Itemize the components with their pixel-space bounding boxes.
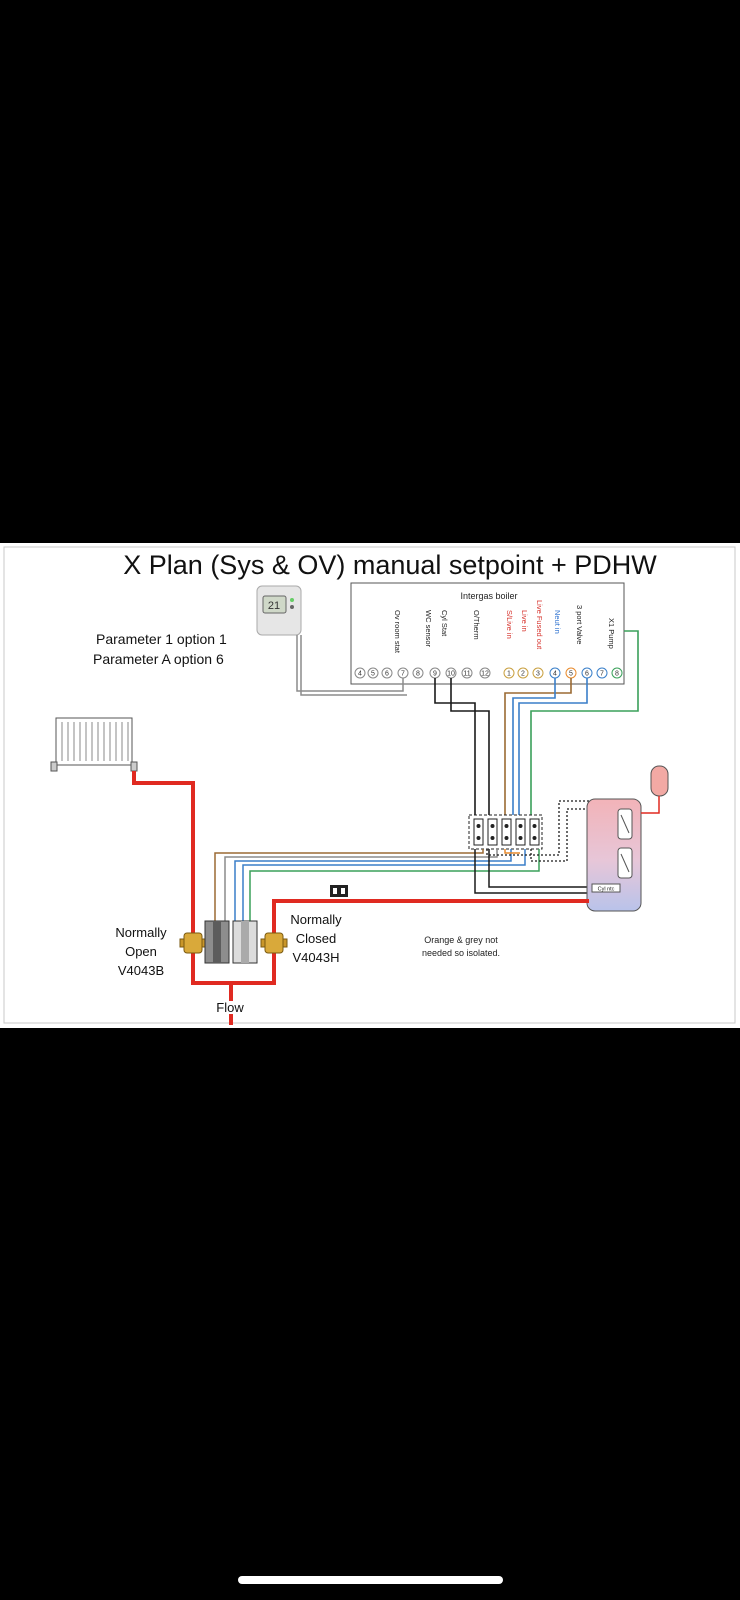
junction-to-valve-wiring: [214, 849, 540, 921]
terminal-r5: 5: [569, 671, 573, 678]
terminal-r4: 4: [553, 671, 557, 678]
left-terminal-strip: 4 5 6 7 8 9 10 11 12: [354, 667, 491, 679]
room-thermostat: 21: [256, 585, 302, 636]
junction-block: [468, 814, 543, 850]
valve-left-label-1: Normally: [115, 925, 167, 940]
flow-pipework: [132, 771, 589, 1025]
terminal-label-wc-sensor: WC sensor: [424, 610, 433, 648]
radiator: [50, 717, 138, 772]
terminal-r3: 3: [536, 671, 540, 678]
cylinder-ntc-label: Cyl ntc: [598, 887, 615, 893]
terminal-9: 9: [433, 671, 437, 678]
terminal-r7: 7: [600, 671, 604, 678]
parameter-a-label: Parameter A option 6: [93, 651, 224, 667]
hot-water-cylinder: Cyl ntc: [586, 798, 642, 912]
terminal-label-live-fused-out: Live Fused out: [535, 600, 544, 650]
right-terminal-strip: 1 2 3 4 5 6 7 8: [503, 667, 623, 679]
terminal-8: 8: [416, 671, 420, 678]
terminal-10: 10: [447, 671, 455, 678]
isolation-note-line-1: Orange & grey not: [424, 935, 498, 945]
valve-right-label-2: Closed: [296, 931, 336, 946]
valve-left-label-2: Open: [125, 944, 157, 959]
valve-left-label-3: V4043B: [118, 963, 164, 978]
terminal-label-x1-pump: X1 Pump: [607, 618, 616, 649]
isolated-connector: [330, 885, 348, 897]
boiler-box: [350, 582, 625, 685]
boiler-to-junction-wiring: [434, 630, 639, 815]
terminal-label-neut-in: Neut in: [553, 610, 562, 634]
terminal-r6: 6: [585, 671, 589, 678]
diagram-canvas: X Plan (Sys & OV) manual setpoint + PDHW…: [3, 546, 736, 1025]
zone-valve-left: [179, 920, 230, 964]
terminal-label-live-in: Live in: [520, 610, 529, 632]
zone-valve-right: [232, 920, 288, 964]
terminal-5: 5: [371, 671, 375, 678]
valve-right-label-3: V4043H: [293, 950, 340, 965]
valve-right-label-1: Normally: [290, 912, 342, 927]
parameter-1-label: Parameter 1 option 1: [96, 631, 227, 647]
terminal-label-3-port-valve: 3 port Valve: [575, 605, 584, 644]
terminal-r8: 8: [615, 671, 619, 678]
home-indicator[interactable]: [238, 1576, 503, 1584]
terminal-label-otherm: O/Therm: [472, 610, 481, 640]
flow-label: Flow: [216, 1000, 244, 1015]
terminal-r1: 1: [507, 671, 511, 678]
terminal-label-ov-room-stat: Ov room stat: [393, 610, 402, 654]
diagram-title: X Plan (Sys & OV) manual setpoint + PDHW: [123, 550, 657, 580]
terminal-label-cyl-stat: Cyl Stat: [440, 610, 449, 637]
expansion-vessel: [641, 765, 669, 814]
terminal-r2: 2: [521, 671, 525, 678]
thermostat-cable: [296, 635, 407, 696]
cylinder-ntc-wiring: [474, 849, 592, 894]
thermostat-display: 21: [268, 600, 280, 612]
terminal-11: 11: [463, 671, 470, 678]
boiler-title: Intergas boiler: [460, 591, 517, 601]
wiring-diagram: X Plan (Sys & OV) manual setpoint + PDHW…: [0, 543, 740, 1028]
terminal-4: 4: [358, 671, 362, 678]
terminal-12: 12: [481, 671, 489, 678]
isolation-note-line-2: needed so isolated.: [422, 948, 500, 958]
terminal-6: 6: [385, 671, 389, 678]
terminal-7: 7: [401, 671, 405, 678]
terminal-label-s-live-in: S/Live in: [505, 610, 514, 639]
